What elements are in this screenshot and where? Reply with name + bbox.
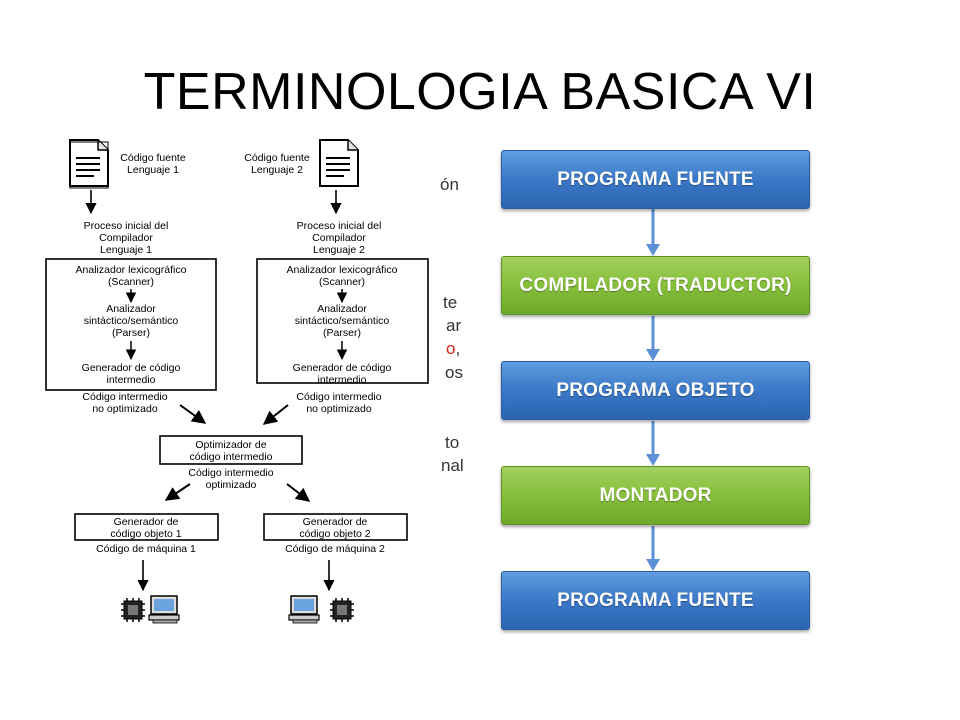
frontend-box-left bbox=[45, 258, 217, 391]
document-icon bbox=[69, 139, 109, 189]
ir-out-right: Código intermedio bbox=[296, 391, 381, 403]
optimized-ir-label-2: optimizado bbox=[206, 479, 257, 491]
document-icon bbox=[319, 139, 359, 187]
gen-right: Generador de código bbox=[293, 362, 392, 374]
hidden-text-tail: , bbox=[455, 339, 461, 358]
hidden-text-red: o bbox=[446, 339, 456, 358]
ir-out-left: Código intermedio bbox=[82, 391, 167, 403]
codegen-1-label: Generador de bbox=[114, 516, 179, 528]
parser-right-3: (Parser) bbox=[323, 327, 361, 339]
codegen-box-2 bbox=[263, 513, 408, 541]
scanner-right-2: (Scanner) bbox=[319, 276, 365, 288]
hidden-text-fragment: ar bbox=[446, 316, 462, 335]
parser-left-3: (Parser) bbox=[112, 327, 150, 339]
source-label-left-lang: Lenguaje 1 bbox=[127, 164, 179, 176]
optimizer-label-2: código intermedio bbox=[190, 451, 273, 463]
flow-step-label: PROGRAMA FUENTE bbox=[557, 589, 754, 611]
hidden-text-fragment: nal bbox=[441, 456, 464, 475]
hidden-text-fragment: to bbox=[445, 433, 460, 452]
slide-title: TERMINOLOGIA BASICA VI bbox=[143, 63, 817, 121]
flow-step-label: COMPILADOR (TRADUCTOR) bbox=[519, 274, 792, 296]
hidden-text-fragment: os bbox=[445, 363, 463, 382]
codegen-2-label: Generador de bbox=[303, 516, 368, 528]
parser-right: Analizador bbox=[317, 303, 367, 315]
hidden-text-fragment: o, bbox=[446, 338, 460, 360]
scanner-left-2: (Scanner) bbox=[108, 276, 154, 288]
flow-step-object-program: PROGRAMA OBJETO bbox=[501, 361, 810, 420]
flow-step-label: PROGRAMA OBJETO bbox=[556, 379, 755, 401]
optimizer-box bbox=[159, 435, 303, 465]
ir-out-right-2: no optimizado bbox=[306, 403, 372, 415]
flow-connectors bbox=[646, 209, 660, 571]
front-label-right-2: Compilador bbox=[312, 232, 366, 244]
parser-left-2: sintáctico/semántico bbox=[84, 315, 179, 327]
flow-step-label: PROGRAMA FUENTE bbox=[557, 168, 754, 190]
codegen-2-label-2: código objeto 2 bbox=[299, 528, 370, 540]
machine-code-2: Código de máquina 2 bbox=[285, 543, 385, 555]
front-label-left-3: Lenguaje 1 bbox=[100, 244, 152, 256]
gen-left: Generador de código bbox=[82, 362, 181, 374]
gen-left-2: intermedio bbox=[106, 374, 155, 386]
gen-right-2: intermedio bbox=[317, 374, 366, 386]
flow-step-linker: MONTADOR bbox=[501, 466, 810, 525]
cpu-chip-icon bbox=[330, 598, 354, 622]
parser-left: Analizador bbox=[106, 303, 156, 315]
optimized-ir-label: Código intermedio bbox=[188, 467, 273, 479]
ir-out-left-2: no optimizado bbox=[92, 403, 158, 415]
scanner-left: Analizador lexicográfico bbox=[76, 264, 187, 276]
hidden-text-fragment: ón bbox=[440, 175, 459, 194]
front-label-left: Proceso inicial del bbox=[84, 220, 169, 232]
front-label-left-2: Compilador bbox=[99, 232, 153, 244]
hidden-text-fragment: te bbox=[443, 293, 458, 312]
front-label-right-3: Lenguaje 2 bbox=[313, 244, 365, 256]
front-label-right: Proceso inicial del bbox=[297, 220, 382, 232]
parser-right-2: sintáctico/semántico bbox=[295, 315, 390, 327]
source-label-right: Código fuente bbox=[244, 152, 310, 164]
flow-step-compiler: COMPILADOR (TRADUCTOR) bbox=[501, 256, 810, 315]
source-label-left: Código fuente bbox=[120, 152, 186, 164]
flow-step-source-program: PROGRAMA FUENTE bbox=[501, 150, 810, 209]
cpu-chip-icon bbox=[121, 598, 145, 622]
codegen-box-1 bbox=[74, 513, 219, 541]
codegen-1-label-2: código objeto 1 bbox=[110, 528, 181, 540]
machine-code-1: Código de máquina 1 bbox=[96, 543, 196, 555]
flow-step-final-program: PROGRAMA FUENTE bbox=[501, 571, 810, 630]
frontend-box-right bbox=[256, 258, 429, 384]
flow-step-label: MONTADOR bbox=[599, 484, 712, 506]
scanner-right: Analizador lexicográfico bbox=[287, 264, 398, 276]
optimizer-label: Optimizador de bbox=[195, 439, 266, 451]
computer-icon bbox=[288, 595, 320, 624]
computer-icon bbox=[148, 595, 180, 624]
source-label-right-lang: Lenguaje 2 bbox=[251, 164, 303, 176]
